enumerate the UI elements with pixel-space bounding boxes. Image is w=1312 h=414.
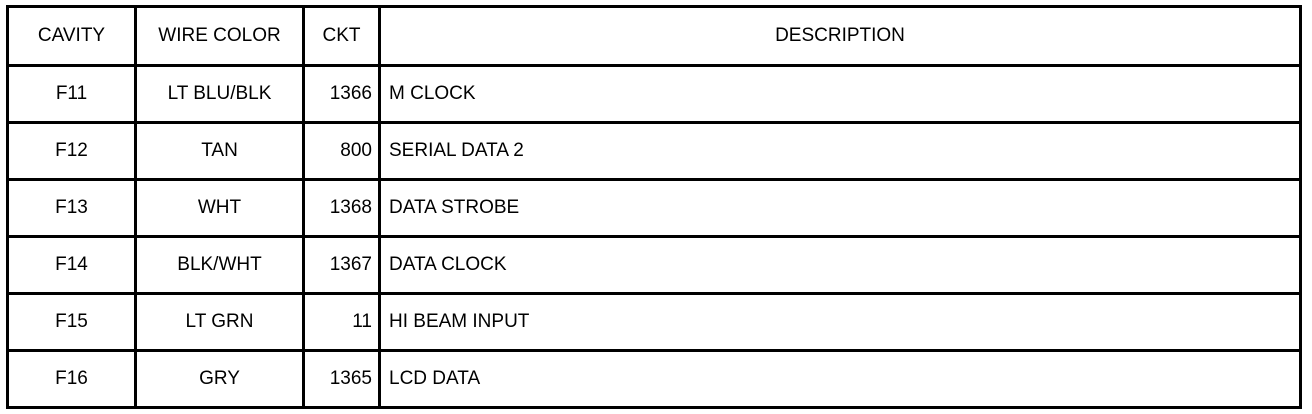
cell-ckt: 800 [302, 121, 381, 181]
cell-wire-color: BLK/WHT [134, 235, 305, 295]
header-wire-color: WIRE COLOR [134, 5, 305, 67]
cell-description: M CLOCK [378, 64, 1302, 124]
cell-wire-color: WHT [134, 178, 305, 238]
table-row: F12 TAN 800 SERIAL DATA 2 [6, 121, 1302, 181]
header-description: DESCRIPTION [378, 5, 1302, 67]
cell-cavity: F14 [6, 235, 137, 295]
table-body: F11 LT BLU/BLK 1366 M CLOCK F12 TAN 800 … [6, 64, 1302, 409]
cell-description: LCD DATA [378, 349, 1302, 409]
cell-cavity: F12 [6, 121, 137, 181]
cell-description: HI BEAM INPUT [378, 292, 1302, 352]
header-ckt: CKT [302, 5, 381, 67]
table-row: F15 LT GRN 11 HI BEAM INPUT [6, 292, 1302, 352]
header-cavity: CAVITY [6, 5, 137, 67]
connector-pinout-table: CAVITY WIRE COLOR CKT DESCRIPTION F11 LT… [6, 5, 1302, 409]
header-row: CAVITY WIRE COLOR CKT DESCRIPTION [6, 5, 1302, 67]
cell-ckt: 11 [302, 292, 381, 352]
cell-ckt: 1365 [302, 349, 381, 409]
table-row: F11 LT BLU/BLK 1366 M CLOCK [6, 64, 1302, 124]
table-row: F16 GRY 1365 LCD DATA [6, 349, 1302, 409]
cell-ckt: 1368 [302, 178, 381, 238]
connector-table-container: CAVITY WIRE COLOR CKT DESCRIPTION F11 LT… [6, 5, 1302, 409]
cell-ckt: 1366 [302, 64, 381, 124]
cell-cavity: F11 [6, 64, 137, 124]
cell-wire-color: LT BLU/BLK [134, 64, 305, 124]
cell-wire-color: TAN [134, 121, 305, 181]
table-row: F13 WHT 1368 DATA STROBE [6, 178, 1302, 238]
cell-cavity: F16 [6, 349, 137, 409]
cell-cavity: F13 [6, 178, 137, 238]
table-row: F14 BLK/WHT 1367 DATA CLOCK [6, 235, 1302, 295]
cell-ckt: 1367 [302, 235, 381, 295]
cell-wire-color: GRY [134, 349, 305, 409]
cell-cavity: F15 [6, 292, 137, 352]
cell-description: SERIAL DATA 2 [378, 121, 1302, 181]
cell-description: DATA STROBE [378, 178, 1302, 238]
cell-description: DATA CLOCK [378, 235, 1302, 295]
cell-wire-color: LT GRN [134, 292, 305, 352]
table-header: CAVITY WIRE COLOR CKT DESCRIPTION [6, 5, 1302, 67]
